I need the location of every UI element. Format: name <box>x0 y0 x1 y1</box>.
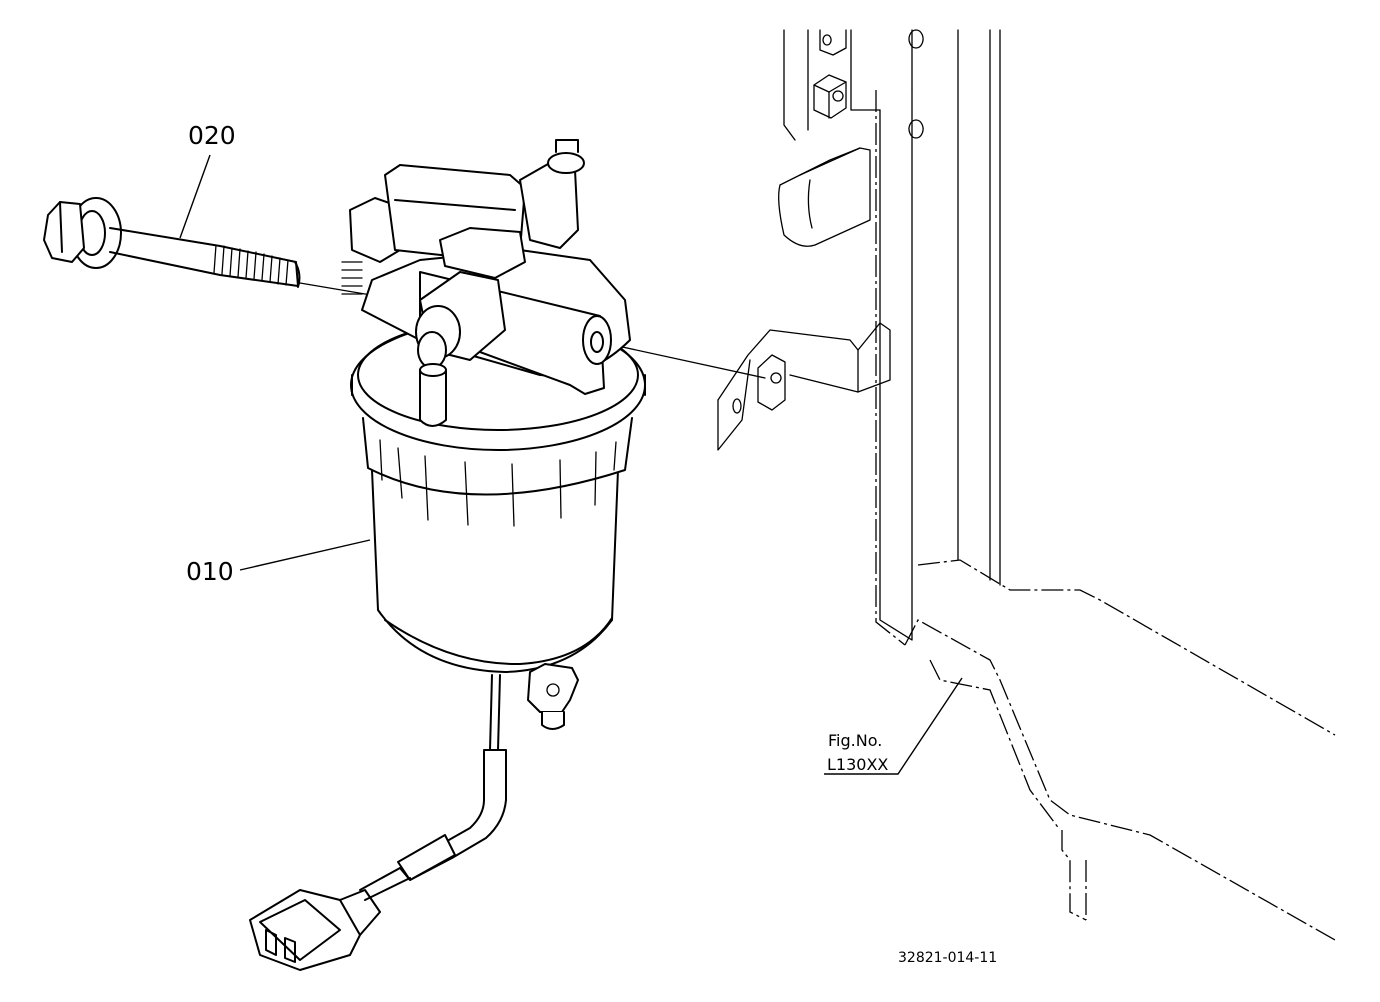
alignment-line <box>603 342 766 379</box>
bolt-thread <box>213 244 289 286</box>
pump-ribs <box>341 261 363 295</box>
callout-020: 020 <box>188 121 236 150</box>
mounting-bracket <box>717 322 891 451</box>
sensor-wire <box>359 674 507 901</box>
figure-ref-number: L130XX <box>827 755 888 774</box>
figure-ref-label: Fig.No. <box>828 731 882 750</box>
collar-ribs <box>379 439 617 527</box>
fuel-filter-010 <box>341 139 646 673</box>
nut-upper <box>819 29 847 56</box>
bolt-020 <box>43 197 301 288</box>
leader-010 <box>239 539 371 571</box>
callout-010: 010 <box>186 557 234 586</box>
drain-plug <box>527 663 579 730</box>
wire-connector <box>249 889 381 971</box>
upright-post <box>783 29 1001 641</box>
leader-020 <box>179 154 211 239</box>
nut-lower <box>813 74 847 119</box>
drawing-number: 32821-014-11 <box>898 950 997 966</box>
frame-outline <box>875 90 1336 941</box>
leader-fig <box>824 677 963 775</box>
cable-clip <box>778 147 871 247</box>
